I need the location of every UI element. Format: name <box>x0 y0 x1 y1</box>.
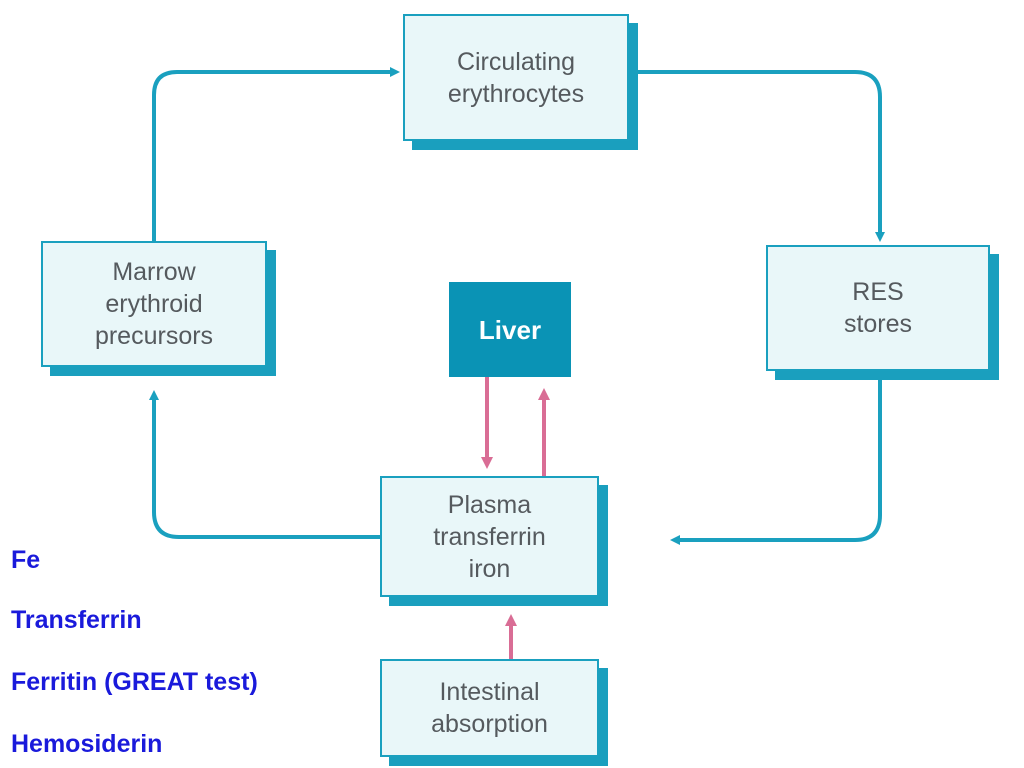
plasma-transferrin-iron-box: Plasma transferrin iron <box>380 476 599 597</box>
circulating-erythrocytes-box: Circulating erythrocytes <box>403 14 629 141</box>
node-label: stores <box>843 310 913 338</box>
node-label: erythroid <box>105 290 203 318</box>
node-label: absorption <box>431 710 548 738</box>
liver-box: Liver <box>449 282 571 377</box>
arrow-circulating-to-res <box>629 70 885 242</box>
node-label: Circulating <box>456 47 576 76</box>
node-label: precursors <box>94 322 214 350</box>
node-label: Intestinal <box>439 678 540 706</box>
node-label: Marrow <box>112 258 196 286</box>
node-label: Plasma <box>447 490 532 519</box>
arrow-res-to-plasma <box>670 380 882 545</box>
node-label: Liver <box>478 314 542 345</box>
arrow-plasma-to-marrow <box>149 390 380 539</box>
intestinal-absorption-box: Intestinal absorption <box>380 659 599 757</box>
node-label: RES <box>852 278 904 306</box>
arrow-marrow-to-circulating <box>152 67 400 241</box>
node-label: iron <box>468 554 511 583</box>
node-label: erythrocytes <box>447 79 585 108</box>
note-transferrin: Transferrin <box>11 606 142 634</box>
node-label: transferrin <box>433 522 546 551</box>
note-fe: Fe <box>11 546 41 574</box>
marrow-erythroid-precursors-box: Marrow erythroid precursors <box>41 241 267 367</box>
note-ferritin: Ferritin (GREAT test) <box>11 668 258 696</box>
res-stores-box: RES stores <box>766 245 990 371</box>
note-hemosiderin: Hemosiderin <box>11 730 163 758</box>
